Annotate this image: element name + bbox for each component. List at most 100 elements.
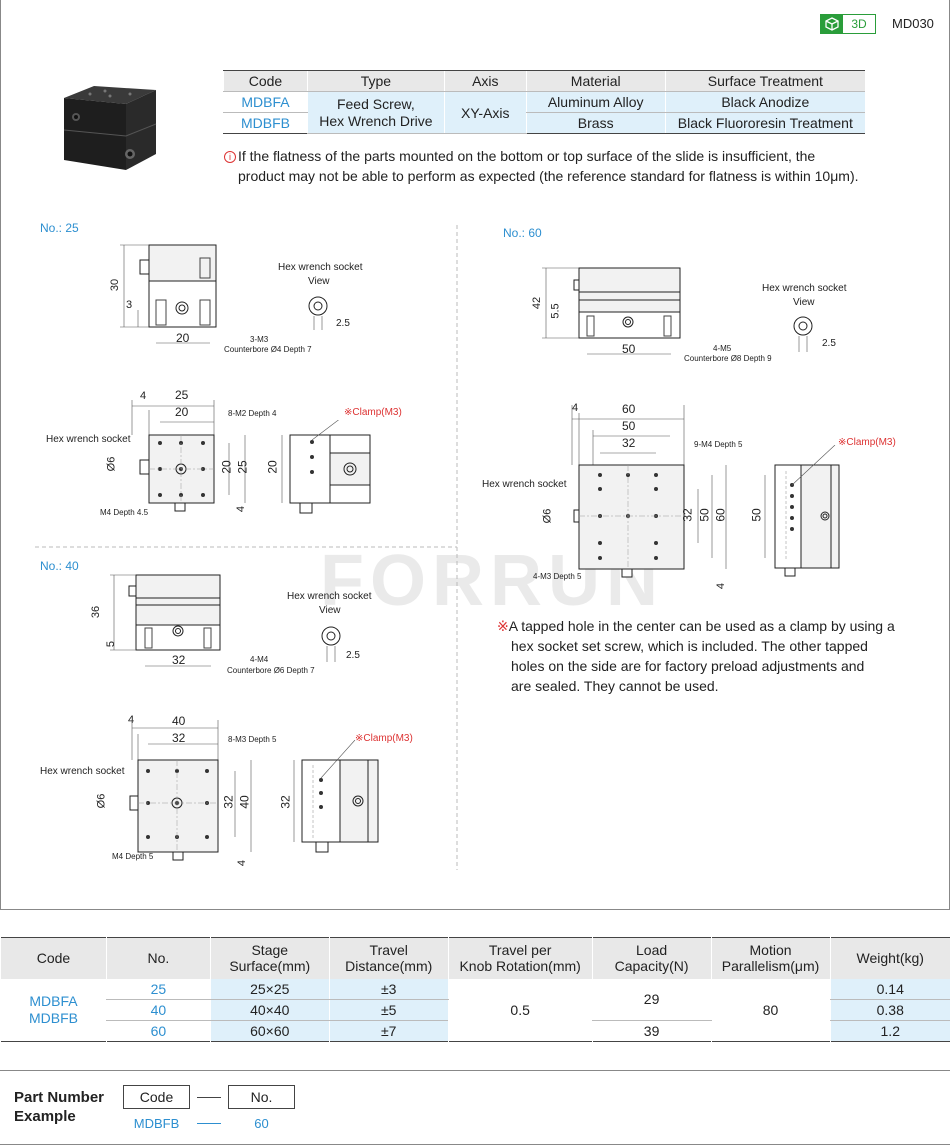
- 3d-label: 3D: [851, 17, 867, 31]
- product-photo: [63, 86, 157, 170]
- code-cell[interactable]: MDBFB: [223, 112, 308, 134]
- pn-no-value[interactable]: 60: [254, 1116, 269, 1131]
- no40-dim-4b: 4: [236, 859, 249, 867]
- no60-dim-32: 32: [622, 436, 636, 450]
- no60-dim-32b: 32: [680, 508, 695, 522]
- no60-counterbore1: 4-M5: [713, 344, 732, 353]
- parallelism-cell: 80: [710, 978, 831, 1042]
- no25-dim-4b: 4: [235, 505, 248, 513]
- pn-no-header: No.: [228, 1085, 295, 1109]
- no60-dim-50d: 50: [749, 508, 764, 522]
- col-knob: Travel per Knob Rotation(mm): [447, 937, 593, 979]
- 3d-model-button[interactable]: 3D: [820, 14, 876, 34]
- no40-counterbore1: 4-M4: [250, 655, 269, 664]
- clamp-note-line4: are sealed. They cannot be used.: [511, 678, 719, 694]
- no40-dim-5: 5: [105, 640, 118, 648]
- weight-cell: 0.38: [829, 999, 950, 1021]
- stage-cell: 25×25: [209, 978, 330, 1000]
- no60-m3: 4-M3 Depth 5: [533, 572, 582, 581]
- no40-dim-40b: 40: [237, 795, 252, 809]
- no60-hex-socket-label: Hex wrench socket: [482, 479, 567, 490]
- no40-holes: 8-M3 Depth 5: [228, 735, 277, 744]
- cube-icon: [821, 15, 843, 33]
- no40-counterbore2: Counterbore Ø6 Depth 7: [227, 666, 315, 675]
- no-cell[interactable]: 25: [105, 978, 211, 1000]
- no60-socket-view: [793, 316, 813, 352]
- no25-dim-4: 4: [140, 390, 147, 402]
- no25-dim-25: 25: [175, 388, 189, 402]
- col-code: Code: [223, 70, 308, 92]
- no60-counterbore2: Counterbore Ø8 Depth 9: [684, 354, 772, 363]
- no60-dim-42: 42: [531, 296, 544, 310]
- no25-top-view: [131, 400, 246, 512]
- axis-cell: XY-Axis: [443, 91, 527, 134]
- spec-table: Code Type Axis Material Surface Treatmen…: [223, 70, 865, 134]
- no25-socket-view: [308, 296, 328, 330]
- part-code: MD030: [892, 16, 934, 31]
- no40-dim-32c: 32: [221, 795, 236, 809]
- no60-dim-60b: 60: [713, 508, 728, 522]
- no40-front-view: [293, 740, 379, 853]
- no60-dim-50: 50: [622, 342, 636, 356]
- load-cell: 29: [591, 978, 712, 1021]
- no25-counterbore2: Counterbore Ø4 Depth 7: [224, 345, 312, 354]
- weight-cell: 0.14: [829, 978, 950, 1000]
- col-travel: Travel Distance(mm): [328, 937, 449, 979]
- col-load: Load Capacity(N): [591, 937, 712, 979]
- type-cell: Feed Screw,Hex Wrench Drive: [306, 91, 445, 134]
- no60-dim-6: Ø6: [541, 508, 554, 524]
- no25-dim-25b: 25: [235, 460, 250, 474]
- no60-dim-5-5: 5.5: [549, 303, 562, 319]
- code-a[interactable]: MDBFA: [29, 992, 78, 1009]
- no-cell[interactable]: 40: [105, 999, 211, 1021]
- no-cell[interactable]: 60: [105, 1020, 211, 1042]
- weight-cell: 1.2: [829, 1020, 950, 1042]
- no40-hex-socket-label: Hex wrench socket: [40, 766, 125, 777]
- no60-socket-label: Hex wrench socket: [762, 283, 847, 294]
- no25-side-view: [120, 244, 217, 344]
- code-b[interactable]: MDBFB: [28, 1009, 78, 1026]
- no60-clamp: ※Clamp(M3): [838, 437, 896, 448]
- no25-counterbore1: 3-M3: [250, 335, 269, 344]
- no60-label: No.: 60: [503, 226, 542, 240]
- col-weight: Weight(kg): [829, 937, 950, 979]
- stage-cell: 40×40: [209, 999, 330, 1021]
- col-material: Material: [525, 70, 666, 92]
- no40-dim-6: Ø6: [95, 793, 108, 809]
- no40-clamp: ※Clamp(M3): [355, 733, 413, 744]
- no40-dim-36: 36: [90, 605, 103, 619]
- clamp-note-line1: A tapped hole in the center can be used …: [508, 618, 895, 634]
- col-parallelism: Motion Parallelism(μm): [710, 937, 831, 979]
- no40-dim-4: 4: [128, 714, 135, 726]
- code-cell[interactable]: MDBFA: [223, 91, 308, 113]
- no60-top-view: [571, 405, 727, 578]
- pn-dash: [197, 1097, 221, 1098]
- travel-cell: ±5: [328, 999, 449, 1021]
- no40-side-view: [110, 574, 221, 667]
- no40-socket-label: Hex wrench socket: [287, 591, 372, 602]
- col-no: No.: [105, 937, 211, 979]
- clamp-note-line2: hex socket set screw, which is included.…: [511, 638, 868, 654]
- no25-socket-label: Hex wrench socket: [278, 262, 363, 273]
- pn-code-header: Code: [123, 1085, 190, 1109]
- travel-cell: ±3: [328, 978, 449, 1000]
- section-separators: [35, 225, 458, 870]
- pn-code-value[interactable]: MDBFB: [133, 1116, 180, 1131]
- no60-dim-50c: 50: [697, 508, 712, 522]
- type-line1: Feed Screw,: [336, 95, 415, 112]
- no40-top-view: [129, 720, 252, 861]
- no25-clamp: ※Clamp(M3): [344, 407, 402, 418]
- no60-side-view: [542, 267, 681, 355]
- no60-dim-50b: 50: [622, 419, 636, 433]
- no40-dim-32: 32: [172, 653, 186, 667]
- pn-label-line2: Example: [14, 1108, 76, 1125]
- col-type: Type: [306, 70, 445, 92]
- material-cell: Brass: [525, 112, 666, 134]
- no60-dim-2-5: 2.5: [822, 338, 836, 349]
- no25-label: No.: 25: [40, 221, 79, 235]
- no25-m4: M4 Depth 4.5: [100, 508, 149, 517]
- pn-dash-blue: [197, 1123, 221, 1124]
- note-line1: If the flatness of the parts mounted on …: [238, 148, 816, 164]
- no40-socket-view: [321, 626, 341, 662]
- no25-dim-6: Ø6: [105, 456, 118, 472]
